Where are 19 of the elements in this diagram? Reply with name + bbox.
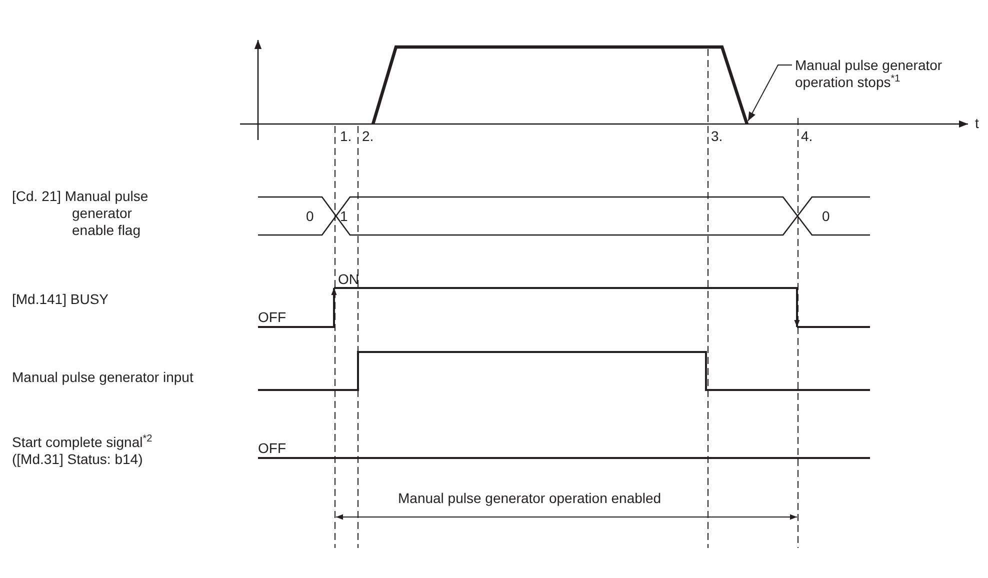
signal-value: 0 (306, 208, 314, 225)
signal-value: 0 (822, 208, 830, 225)
dimension-label: Manual pulse generator operation enabled (398, 490, 662, 507)
signal-name: Manual pulse generator input (12, 369, 194, 386)
leader-line (748, 64, 792, 122)
signal-value: 1 (340, 208, 348, 225)
callout-text: Manual pulse generator operation stops$^{*1}$ (795, 57, 960, 91)
axis-label: t (975, 115, 979, 132)
state-label: OFF (258, 309, 286, 326)
state-label: ON (338, 271, 359, 288)
timing-marker: 3. (711, 128, 723, 145)
signal-name: [Cd. 21] Manual pulse generator enable flag (12, 188, 150, 239)
timing-marker: 2. (362, 128, 374, 145)
speed-curve (371, 45, 749, 124)
timing-marker: 1. (340, 128, 352, 145)
state-label: OFF (258, 440, 286, 457)
signal-name: Start complete signal$^{*2}$ ([Md.31] Status: b14) (12, 434, 154, 468)
signal-name: [Md.141] BUSY (12, 291, 108, 308)
timing-marker: 4. (801, 128, 813, 145)
